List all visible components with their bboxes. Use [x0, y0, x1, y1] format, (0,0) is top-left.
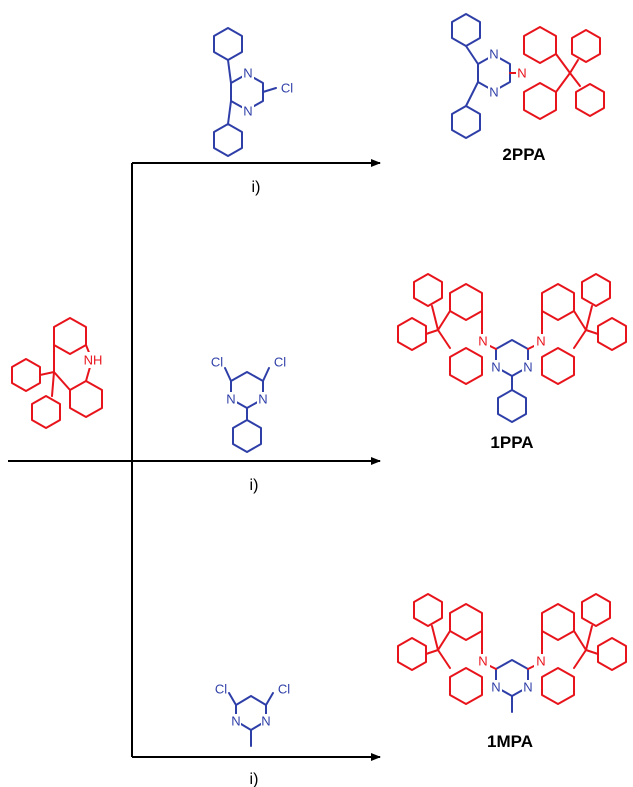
reaction-arrows: [8, 159, 381, 761]
product-label-2ppa: 2PPA: [502, 145, 545, 164]
condition-label-1: i): [252, 179, 261, 196]
chloro-atom: Cl: [215, 682, 227, 697]
reagent-dichloromethylpyrimidine: N N Cl Cl: [215, 682, 290, 747]
amine-nh: NH: [84, 353, 103, 368]
condition-label-2: i): [250, 477, 259, 494]
product-label-1mpa: 1MPA: [487, 732, 533, 751]
chloro-atom: Cl: [211, 355, 223, 370]
chloro-atom: Cl: [278, 682, 290, 697]
acridine-n: N: [478, 334, 487, 349]
acridine-n: N: [478, 654, 487, 669]
pyrimidine-n: N: [226, 392, 235, 407]
pyrimidine-n: N: [243, 104, 252, 119]
pyrimidine-n: N: [489, 85, 498, 100]
chloro-atom: Cl: [274, 355, 286, 370]
product-1mpa-structure: N N N N: [397, 593, 627, 713]
starting-acridine: NH: [11, 317, 104, 429]
pyrimidine-n: N: [491, 360, 500, 375]
acridine-n: N: [536, 654, 545, 669]
product-1ppa-structure: N N N N: [397, 273, 627, 423]
acridine-n: N: [517, 66, 526, 81]
pyrimidine-n: N: [489, 47, 498, 62]
pyrimidine-n: N: [491, 680, 500, 695]
chloro-atom: Cl: [281, 81, 293, 96]
acridine-n: N: [536, 334, 545, 349]
pyrimidine-n: N: [523, 680, 532, 695]
pyrimidine-n: N: [231, 714, 240, 729]
pyrimidine-n: N: [261, 714, 270, 729]
pyrimidine-n: N: [243, 66, 252, 81]
product-label-1ppa: 1PPA: [490, 433, 533, 452]
pyrimidine-n: N: [523, 360, 532, 375]
reagent-diphenylchloropyrimidine: N N Cl: [213, 27, 293, 157]
reagent-dichlorophenylpyrimidine: N N Cl Cl: [211, 355, 286, 453]
condition-label-3: i): [250, 771, 259, 787]
pyrimidine-n: N: [258, 392, 267, 407]
product-2ppa-structure: N N N: [451, 13, 605, 139]
